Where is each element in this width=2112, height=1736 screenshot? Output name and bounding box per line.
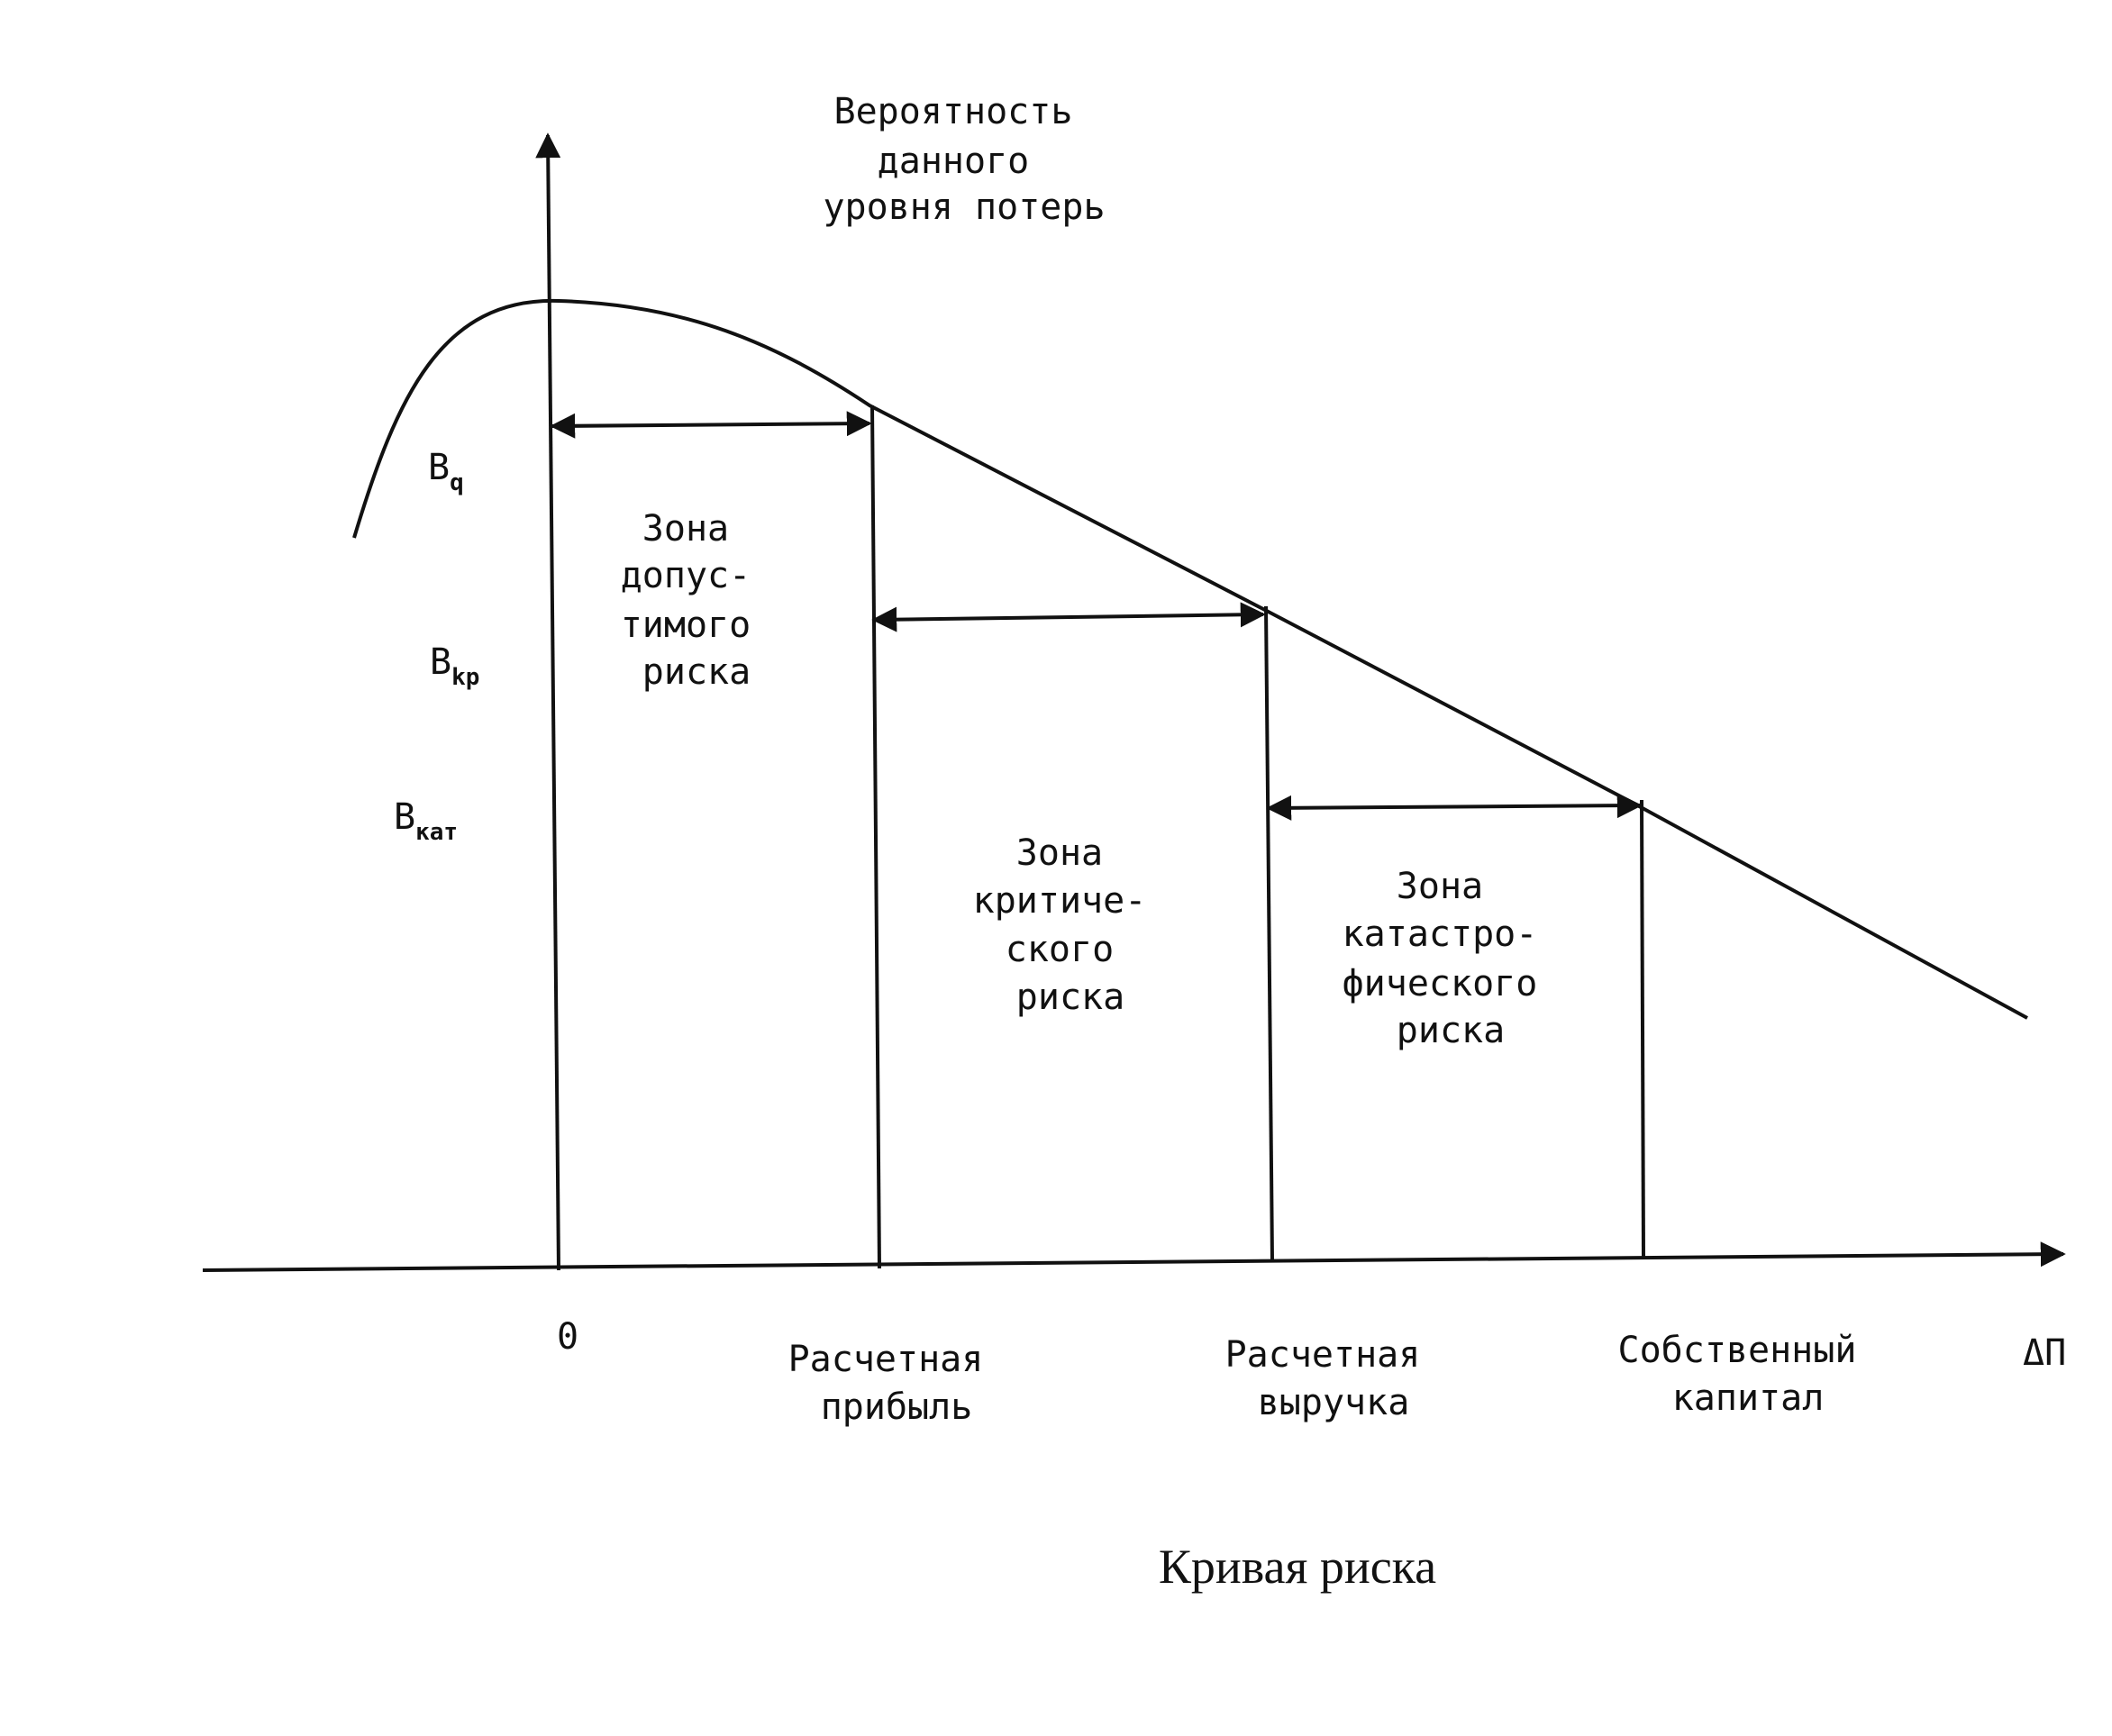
level-bkat-base: B (394, 796, 415, 838)
x-mark-estimated-profit-line-2: прибыль (821, 1386, 973, 1428)
zone-acceptable-line-1: Зона (642, 508, 729, 550)
x-mark-estimated-revenue-line-2: выручка (1258, 1382, 1410, 1423)
zone-critical-line-3: ского (1006, 929, 1114, 970)
x-axis-label: ΔП (2023, 1332, 2066, 1374)
zone-critical-line-2: критиче- (973, 880, 1147, 922)
zone-label-acceptable: Зона допус- тимого риска (621, 508, 773, 693)
figure-caption: Кривая риска (1159, 1540, 1436, 1594)
zone-acceptable-line-4: риска (642, 651, 751, 693)
level-bkp-sub: kp (451, 664, 479, 691)
origin-label: 0 (557, 1316, 578, 1358)
zone-catastrophic-line-3: фического (1343, 963, 1538, 1004)
y-axis-label-line-3: уровня потерь (823, 186, 1105, 228)
level-label-bkp: Bkp (430, 641, 479, 691)
zone-catastrophic-line-1: Зона (1397, 866, 1483, 907)
x-mark-equity-capital-line-1: Собственный (1618, 1330, 1857, 1371)
level-bkat-sub: кат (415, 819, 458, 846)
x-mark-estimated-profit-line-1: Расчетная (788, 1339, 984, 1380)
zone-arrow-critical (871, 602, 1266, 632)
zone-label-critical: Зона критиче- ского риска (973, 832, 1169, 1018)
zone-acceptable-line-2: допус- (621, 555, 751, 596)
y-axis-label-line-1: Вероятность (834, 91, 1073, 132)
zone-arrow-catastrophic (1266, 793, 1643, 821)
level-bkp-base: B (430, 641, 451, 683)
risk-curve (352, 298, 2028, 1020)
boundary-line-estimated-profit (870, 404, 881, 1269)
x-axis (202, 1241, 2066, 1272)
y-axis-label-line-2: данного (878, 141, 1030, 182)
level-bq-base: B (428, 447, 450, 488)
x-mark-estimated-revenue: Расчетная выручка (1225, 1334, 1443, 1423)
zone-label-catastrophic: Зона катастро- фического риска (1343, 866, 1560, 1051)
x-mark-estimated-profit: Расчетная прибыль (788, 1339, 1006, 1428)
boundary-line-equity-capital (1640, 799, 1645, 1258)
y-axis-label: Вероятность данного уровня потерь (823, 91, 1105, 228)
zone-arrow-acceptable (550, 411, 872, 439)
x-mark-equity-capital-line-2: капитал (1672, 1377, 1825, 1419)
x-mark-estimated-revenue-line-1: Расчетная (1225, 1334, 1421, 1376)
zone-critical-line-4: риска (1016, 977, 1124, 1018)
zone-catastrophic-line-4: риска (1397, 1010, 1505, 1051)
zone-acceptable-line-3: тимого (621, 604, 751, 646)
level-label-bq: Bq (428, 447, 464, 496)
boundary-line-estimated-revenue (1264, 605, 1274, 1262)
level-label-bkat: Bкат (394, 796, 458, 846)
zone-critical-line-1: Зона (1016, 832, 1103, 874)
x-mark-equity-capital: Собственный капитал (1618, 1330, 1879, 1419)
zone-catastrophic-line-2: катастро- (1343, 913, 1538, 955)
level-bq-sub: q (450, 469, 464, 496)
y-axis (535, 132, 561, 1271)
